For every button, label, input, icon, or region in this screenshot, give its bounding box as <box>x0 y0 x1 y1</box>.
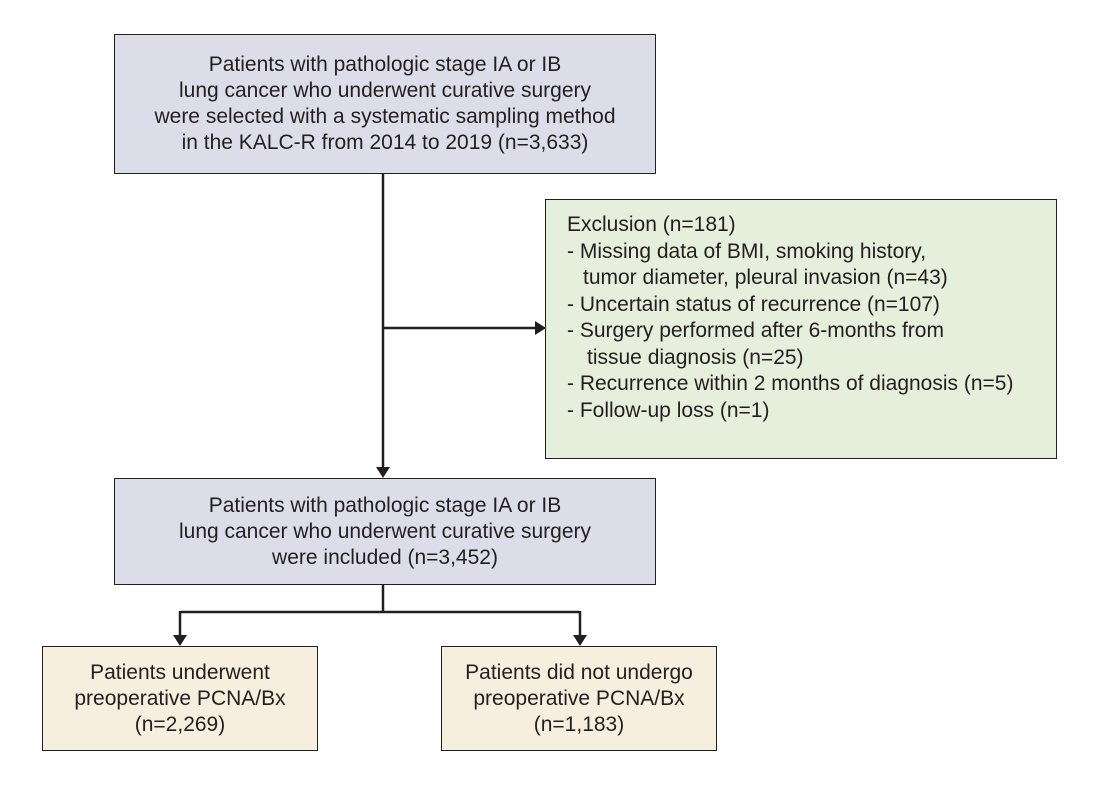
exclusion-item-missing-data-cont: tumor diameter, pleural invasion (n=43) <box>583 266 948 289</box>
exclusion-item-surgery-timing-cont: tissue diagnosis (n=25) <box>587 345 804 369</box>
selected-patients-box: Patients with pathologic stage IA or IB … <box>114 34 656 174</box>
selected-patients-line-3: were selected with a systematic sampling… <box>154 105 616 128</box>
exclusion-box: Exclusion (n=181) - Missing data of BMI,… <box>545 199 1057 459</box>
no-pcna-bx-group-line-3: (n=1,183) <box>533 712 625 736</box>
selected-patients-line-1: Patients with pathologic stage IA or IB <box>208 53 562 76</box>
arrow-to-exclusion <box>535 321 546 335</box>
no-pcna-bx-group-line-1: Patients did not undergo <box>465 660 693 684</box>
included-patients-line-3: were included (n=3,452) <box>272 545 498 569</box>
exclusion-item-follow-up-loss: - Follow-up loss (n=1) <box>567 398 770 422</box>
pcna-bx-group-line-2: preoperative PCNA/Bx <box>74 686 286 710</box>
selected-patients-line-4: in the KALC-R from 2014 to 2019 (n=3,633… <box>181 131 589 154</box>
arrow-to-included <box>376 467 390 478</box>
selected-patients-line-2: lung cancer who underwent curative surge… <box>178 79 592 102</box>
exclusion-item-surgery-timing: - Surgery performed after 6-months from <box>567 319 944 342</box>
included-patients-box: Patients with pathologic stage IA or IB … <box>114 478 656 585</box>
pcna-bx-group-line-3: (n=2,269) <box>134 712 226 736</box>
included-patients-line-1: Patients with pathologic stage IA or IB <box>208 493 562 517</box>
included-patients-line-2: lung cancer who underwent curative surge… <box>178 519 592 543</box>
exclusion-title: Exclusion (n=181) <box>567 213 736 236</box>
exclusion-item-early-recurrence: - Recurrence within 2 months of diagnosi… <box>567 372 1014 395</box>
exclusion-item-uncertain-recurrence: - Uncertain status of recurrence (n=107) <box>567 292 940 316</box>
no-pcna-bx-group-box: Patients did not undergo preoperative PC… <box>441 646 717 751</box>
exclusion-item-missing-data: - Missing data of BMI, smoking history, <box>567 239 927 263</box>
arrow-to-right <box>573 635 587 646</box>
arrow-to-left <box>173 635 187 646</box>
pcna-bx-group-line-1: Patients underwent <box>90 660 270 684</box>
pcna-bx-group-box: Patients underwent preoperative PCNA/Bx … <box>42 646 318 751</box>
no-pcna-bx-group-line-2: preoperative PCNA/Bx <box>473 686 685 710</box>
